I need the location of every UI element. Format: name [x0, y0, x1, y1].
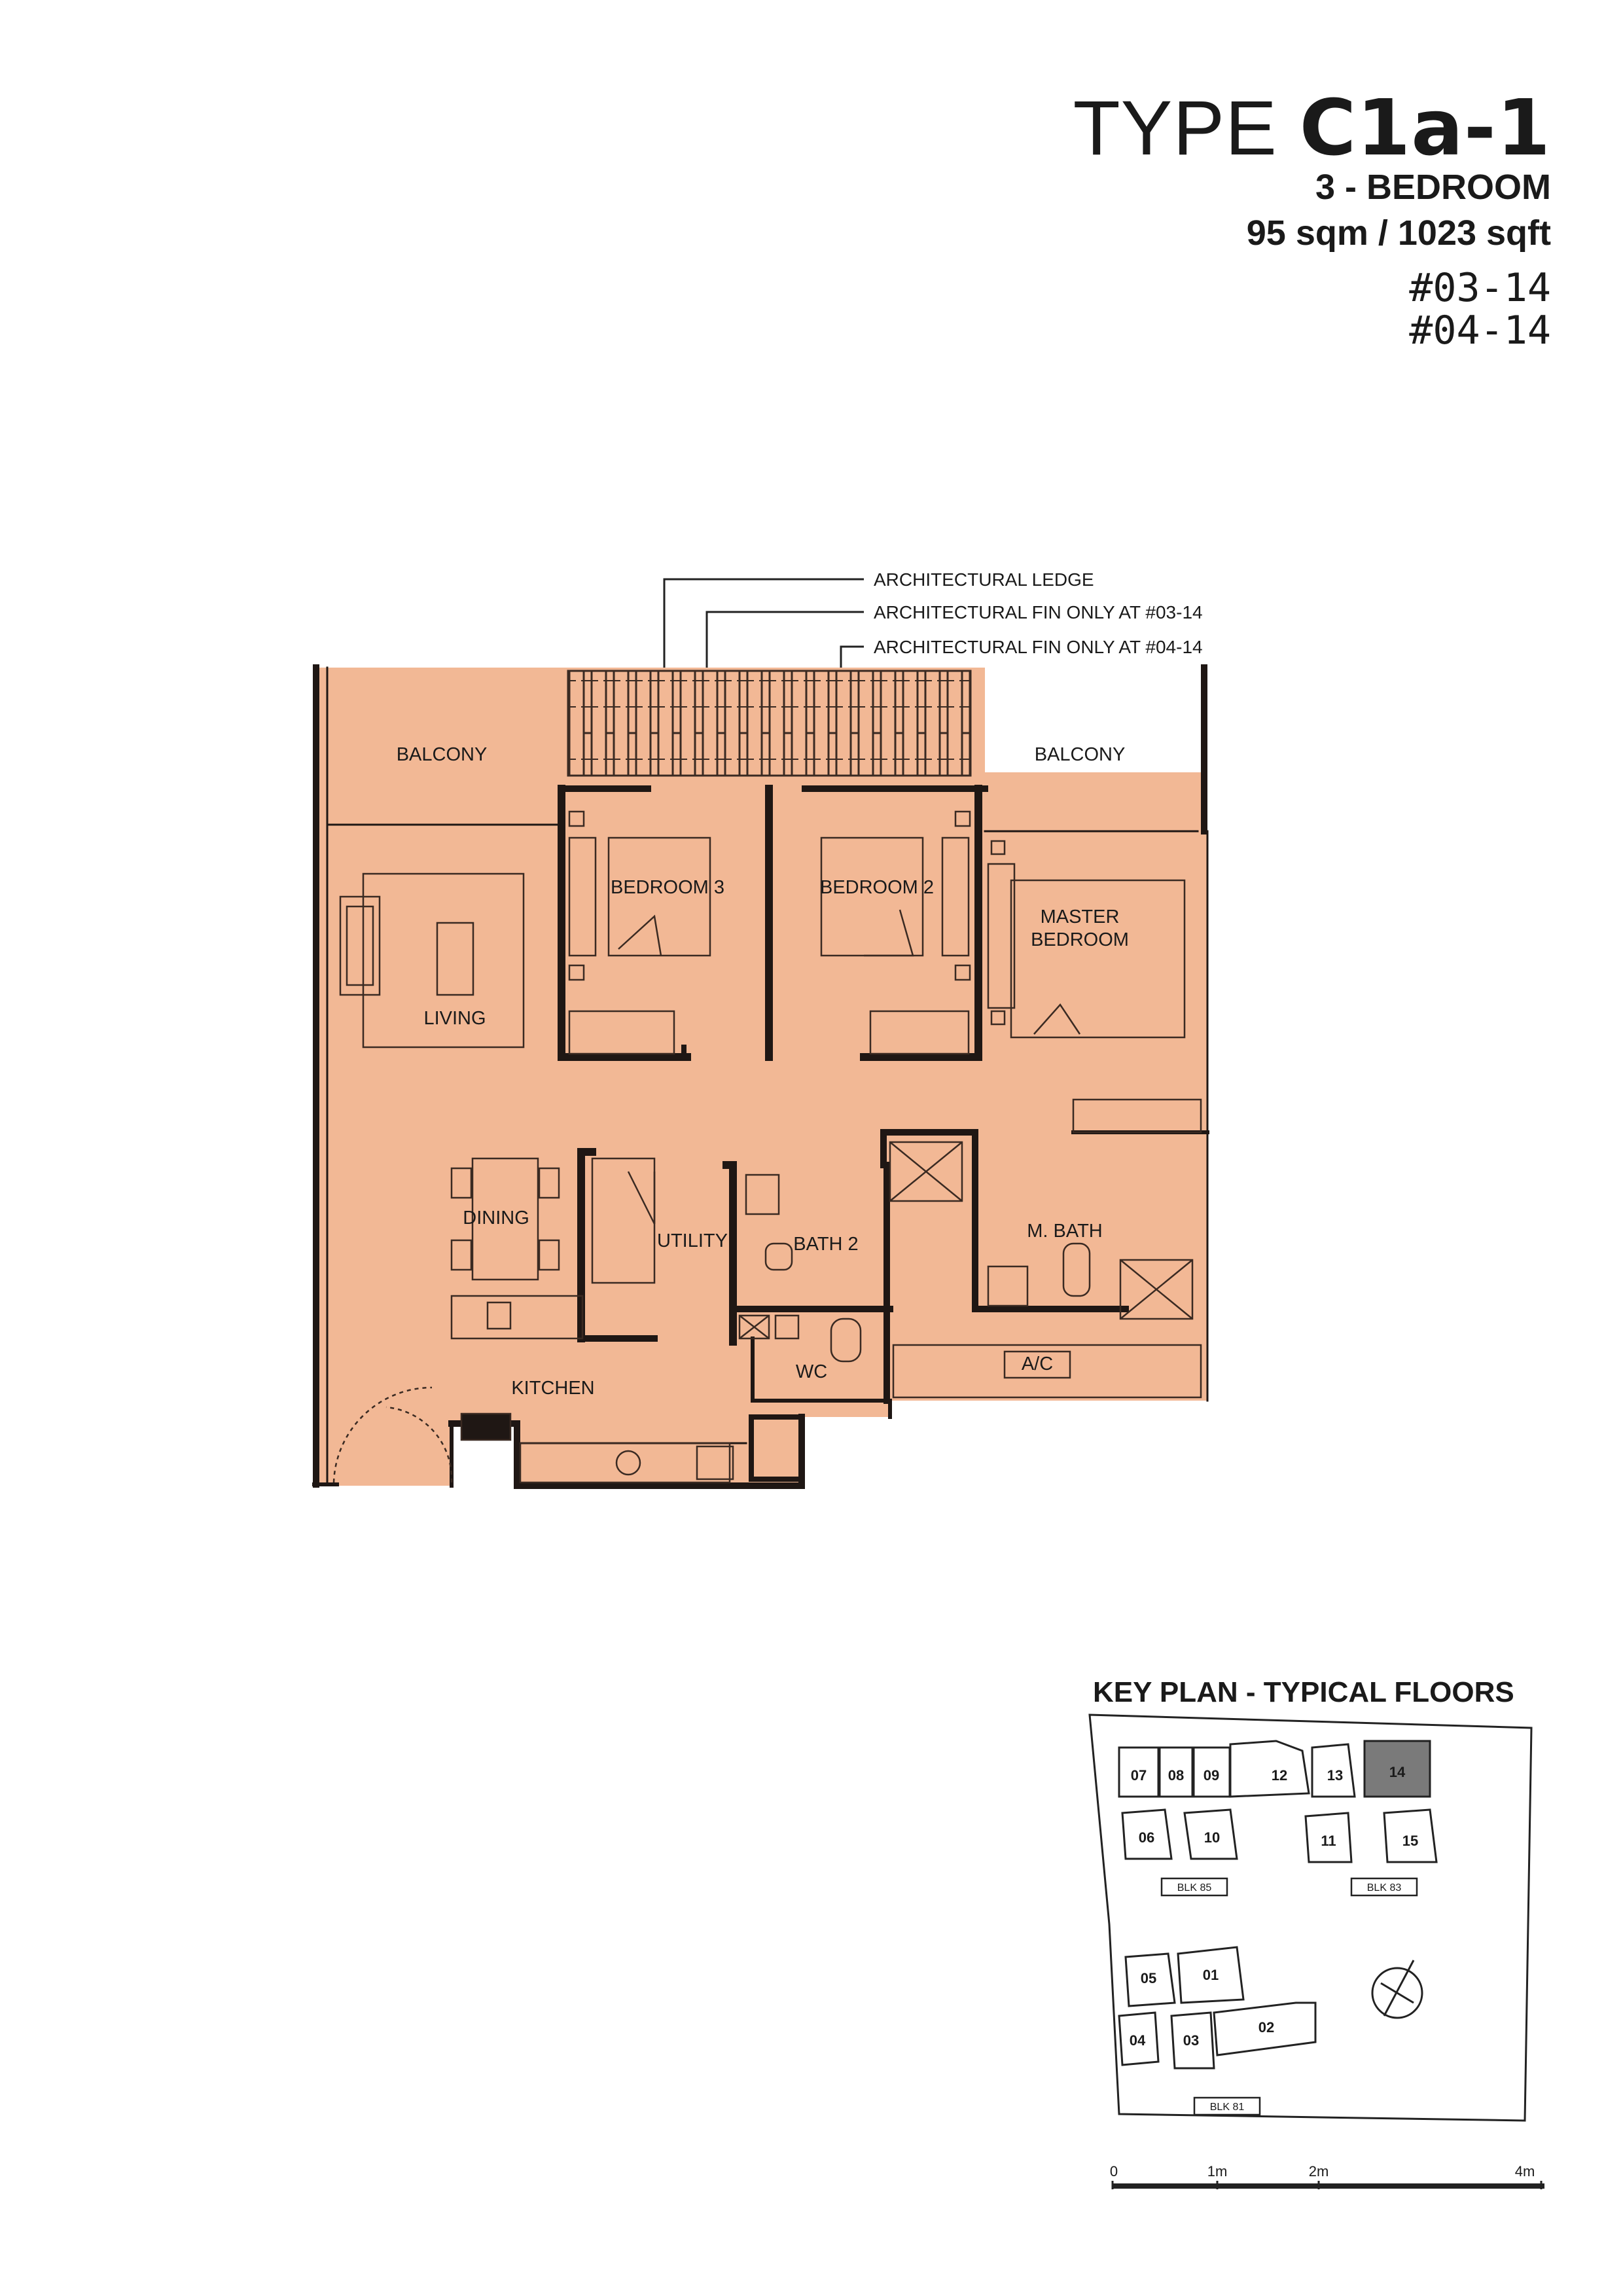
unit-area: 95 sqm / 1023 sqft — [1246, 213, 1551, 253]
type-prefix: TYPE — [1073, 85, 1277, 171]
scale-label-4m: 4m — [1515, 2163, 1535, 2179]
unit-number-2: #04-14 — [1409, 308, 1551, 353]
master-bed — [1010, 879, 1186, 1039]
svg-text:15: 15 — [1402, 1833, 1418, 1849]
scale-label-0: 0 — [1110, 2163, 1118, 2179]
ac-ledge — [892, 1344, 1202, 1399]
kp-unit-07 — [1118, 1746, 1160, 1798]
label-utility: UTILITY — [657, 1230, 728, 1251]
label-kitchen: KITCHEN — [511, 1378, 594, 1399]
living-rug — [362, 872, 525, 1049]
kp-unit-13 — [1311, 1743, 1356, 1798]
svg-text:03: 03 — [1183, 2032, 1199, 2049]
svg-text:04: 04 — [1130, 2032, 1146, 2049]
kp-unit-10 — [1183, 1808, 1238, 1860]
annotation-leaders: ARCHITECTURAL LEDGE ARCHITECTURAL FIN ON… — [663, 569, 1203, 697]
type-code: C1a-1 — [1299, 82, 1551, 173]
kp-unit-06 — [1121, 1808, 1173, 1860]
kp-block-83: BLK 83 — [1367, 1882, 1402, 1893]
label-mbath: M. BATH — [1027, 1221, 1102, 1242]
sofa — [339, 895, 381, 996]
bedroom-count: 3 - BEDROOM — [1315, 168, 1551, 207]
bedroom3-bed — [607, 836, 711, 957]
mbath-shower — [1119, 1259, 1194, 1320]
annotation-fin-0314: ARCHITECTURAL FIN ONLY AT #03-14 — [874, 602, 1203, 622]
kp-unit-11 — [1304, 1812, 1353, 1863]
svg-text:08: 08 — [1168, 1767, 1184, 1784]
kp-block-85: BLK 85 — [1177, 1882, 1212, 1893]
coffee-table — [436, 922, 474, 996]
annotation-fin-0414: ARCHITECTURAL FIN ONLY AT #04-14 — [874, 637, 1203, 657]
scale-bar: 0 1m 2m 4m — [1110, 2163, 1544, 2189]
furniture — [332, 810, 1202, 1484]
kp-unit-03 — [1170, 2011, 1215, 2070]
kp-unit-14 — [1363, 1740, 1431, 1798]
unit-number-1: #03-14 — [1409, 265, 1551, 311]
scale-label-2m: 2m — [1309, 2163, 1329, 2179]
svg-text:13: 13 — [1327, 1767, 1343, 1784]
label-balcony-right: BALCONY — [1035, 744, 1126, 765]
svg-text:11: 11 — [1321, 1833, 1336, 1849]
kitchen-counter — [519, 1442, 731, 1484]
kp-block-81: BLK 81 — [1210, 2102, 1245, 2113]
label-balcony-left: BALCONY — [397, 744, 488, 765]
svg-text:12: 12 — [1272, 1767, 1287, 1784]
dining-table — [471, 1157, 539, 1281]
svg-text:02: 02 — [1258, 2019, 1274, 2036]
svg-text:01: 01 — [1203, 1967, 1219, 1983]
scale-label-1m: 1m — [1207, 2163, 1228, 2179]
label-ac: A/C — [1022, 1354, 1053, 1374]
shower-box — [889, 1141, 963, 1202]
floor-area — [314, 668, 1207, 1486]
label-bedroom2: BEDROOM 2 — [820, 877, 934, 898]
label-wc: WC — [796, 1361, 827, 1382]
svg-text:14: 14 — [1389, 1764, 1406, 1780]
key-plan: KEY PLAN - TYPICAL FLOORS 07 08 — [1088, 1676, 1533, 2122]
label-dining: DINING — [463, 1208, 529, 1229]
label-master-line2: BEDROOM — [1031, 929, 1129, 950]
svg-text:10: 10 — [1204, 1829, 1220, 1846]
unit-type-title: TYPE C1a-1 — [1073, 85, 1551, 171]
kp-unit-04 — [1118, 2011, 1160, 2066]
kp-unit-05 — [1124, 1952, 1176, 2007]
svg-text:09: 09 — [1204, 1767, 1219, 1784]
label-living: LIVING — [423, 1008, 486, 1029]
kp-unit-12 — [1229, 1740, 1310, 1798]
mbath-toilet — [1062, 1242, 1091, 1297]
svg-text:07: 07 — [1131, 1767, 1147, 1784]
kp-unit-15 — [1383, 1808, 1438, 1863]
kp-unit-01 — [1177, 1946, 1245, 2004]
wc-toilet — [830, 1318, 862, 1363]
svg-text:06: 06 — [1139, 1829, 1154, 1846]
room-labels: BALCONY BALCONY BEDROOM 3 BEDROOM 2 MAST… — [397, 744, 1129, 1399]
label-bedroom3: BEDROOM 3 — [611, 877, 724, 898]
architectural-fins — [567, 670, 972, 777]
label-master-line1: MASTER — [1041, 906, 1120, 927]
annotation-ledge: ARCHITECTURAL LEDGE — [874, 569, 1094, 590]
kp-unit-02 — [1213, 2001, 1317, 2056]
kp-unit-08 — [1158, 1746, 1194, 1798]
bath2-toilet — [764, 1242, 793, 1271]
bath2-basin — [745, 1174, 780, 1215]
north-arrow-icon — [1371, 1960, 1423, 2019]
key-plan-title: KEY PLAN - TYPICAL FLOORS — [1093, 1676, 1514, 1708]
svg-text:05: 05 — [1141, 1970, 1156, 1986]
label-bath2: BATH 2 — [793, 1234, 858, 1255]
